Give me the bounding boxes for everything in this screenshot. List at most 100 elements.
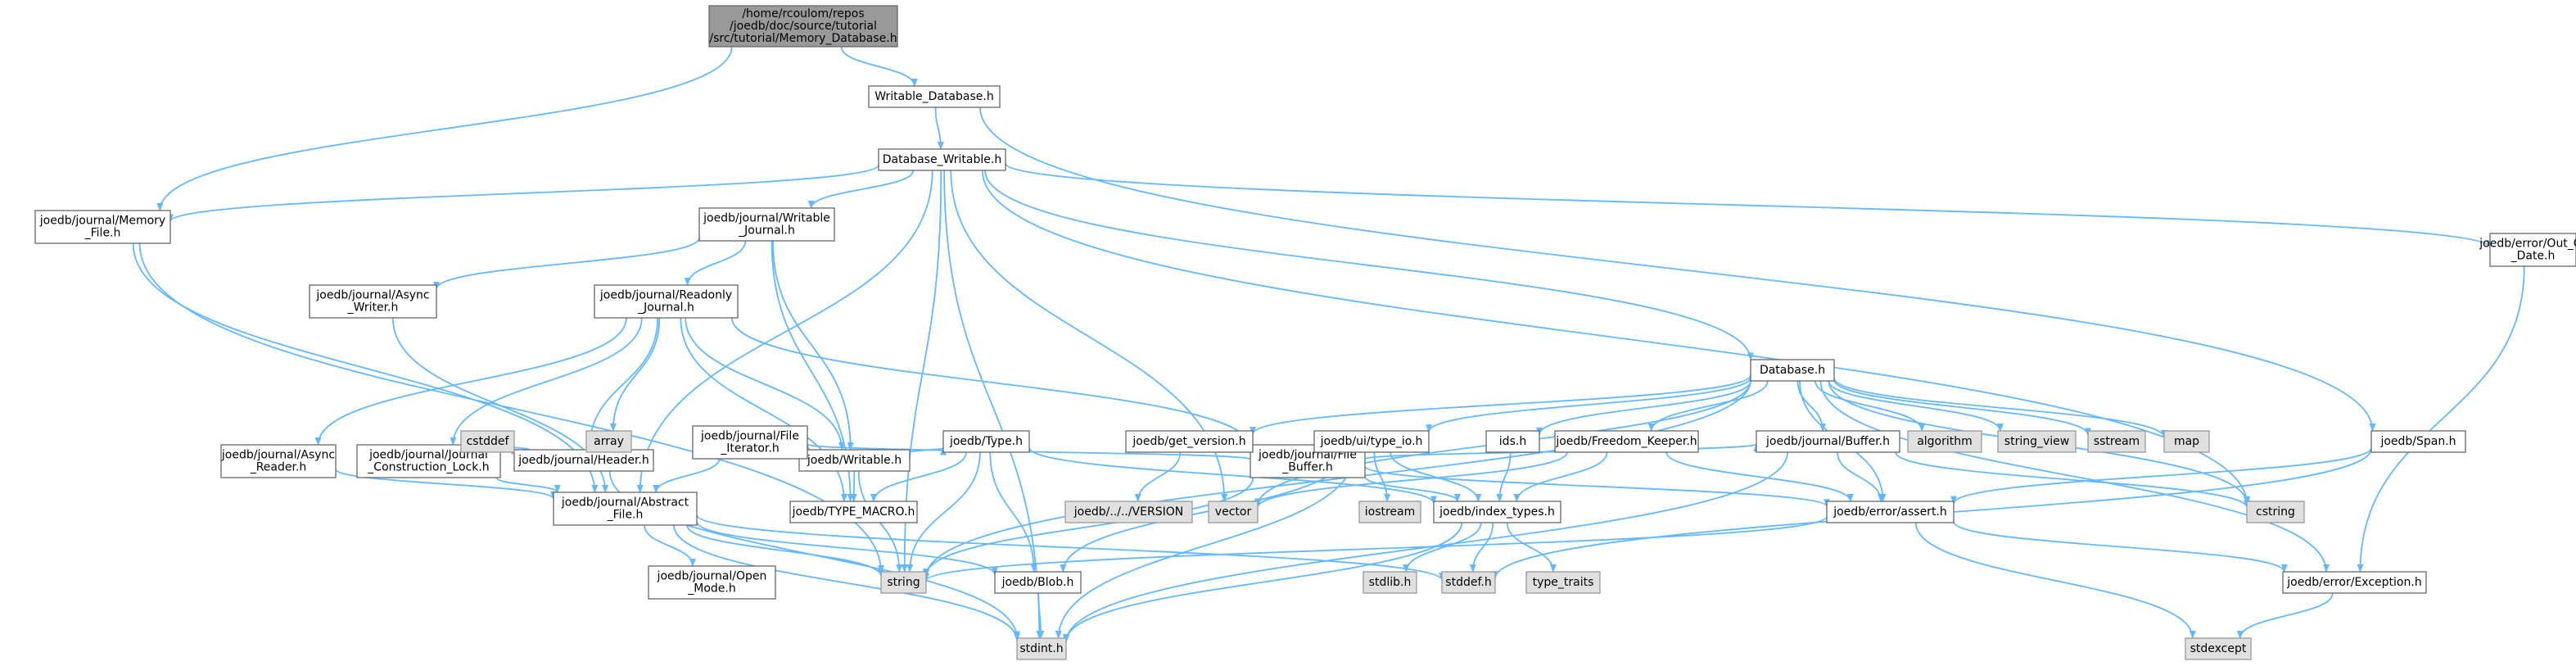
edge-abstract_file-to-string	[686, 524, 884, 578]
node-box[interactable]	[692, 425, 808, 460]
node-memory-file[interactable]: joedb/journal/Memory_File.h	[34, 210, 171, 244]
node-label: _File.h	[84, 227, 121, 240]
node-box[interactable]	[2282, 571, 2427, 594]
edge-index_types-to-stdint	[1063, 522, 1463, 642]
edge-memory_file-to-string	[138, 242, 884, 573]
node-box[interactable]	[878, 148, 1006, 171]
node-box[interactable]	[594, 284, 739, 319]
node-index-types[interactable]: joedb/index_types.h	[1433, 501, 1561, 523]
node-box[interactable]	[798, 449, 911, 472]
node-writable[interactable]: joedb/Writable.h	[798, 449, 911, 472]
node-box[interactable]	[1554, 430, 1699, 453]
node-box[interactable]	[2489, 233, 2576, 267]
node-box[interactable]	[513, 449, 654, 472]
node-database-writable[interactable]: Database_Writable.h	[878, 148, 1006, 171]
node-array: array	[585, 430, 632, 453]
node-exception[interactable]: joedb/error/Exception.h	[2282, 571, 2427, 594]
node-async-writer[interactable]: joedb/journal/Async_Writer.h	[309, 284, 437, 319]
edge-construction_lock-to-abstract_file	[495, 477, 561, 493]
edge-database-to-get_version	[1250, 374, 1751, 435]
node-construction-lock[interactable]: joedb/journal/Journal_Construction_Lock.…	[356, 444, 501, 478]
node-span[interactable]: joedb/Span.h	[2370, 430, 2466, 453]
node-type-io[interactable]: joedb/ui/type_io.h	[1313, 430, 1430, 453]
node-type-macro[interactable]: joedb/TYPE_MACRO.h	[789, 501, 918, 523]
node-database[interactable]: Database.h	[1750, 359, 1835, 382]
node-freedom-keeper[interactable]: joedb/Freedom_Keeper.h	[1554, 430, 1699, 453]
node-label: joedb/TYPE_MACRO.h	[792, 505, 915, 519]
edge-database-to-sstream	[1833, 378, 2091, 437]
node-file-iterator[interactable]: joedb/journal/File_Iterator.h	[692, 425, 808, 460]
node-ids[interactable]: ids.h	[1485, 430, 1540, 453]
node-box[interactable]	[1756, 430, 1900, 453]
node-box[interactable]	[1826, 501, 1955, 523]
node-box	[2163, 430, 2210, 453]
node-label: _Reader.h	[250, 461, 307, 474]
node-assert[interactable]: joedb/error/assert.h	[1826, 501, 1955, 523]
node-box[interactable]	[2370, 430, 2466, 453]
node-stddef: stddef.h	[1441, 571, 1496, 594]
edge-type-to-type_macro	[870, 451, 967, 502]
node-string: string	[880, 571, 927, 594]
node-box	[2185, 637, 2252, 660]
node-label: _Iterator.h	[720, 442, 779, 455]
node-readonly-journal[interactable]: joedb/journal/Readonly_Journal.h	[594, 284, 739, 319]
node-root[interactable]: /home/rcoulom/repos/joedb/doc/source/tut…	[708, 5, 898, 48]
node-stdlib: stdlib.h	[1363, 571, 1417, 594]
node-open-mode[interactable]: joedb/journal/Open_Mode.h	[648, 565, 776, 600]
node-label: /src/tutorial/Memory_Database.h	[709, 32, 897, 45]
node-box	[2246, 501, 2305, 523]
node-box[interactable]	[868, 85, 1001, 108]
node-box[interactable]	[553, 492, 698, 526]
node-header[interactable]: joedb/journal/Header.h	[513, 449, 654, 472]
edge-out_of_date-to-exception	[2357, 265, 2525, 573]
node-box[interactable]	[789, 501, 918, 523]
node-box[interactable]	[1313, 430, 1430, 453]
node-writable-journal[interactable]: joedb/journal/Writable_Journal.h	[698, 207, 835, 242]
node-label: /home/rcoulom/repos	[742, 7, 864, 20]
node-box[interactable]	[34, 210, 171, 244]
node-writable-database[interactable]: Writable_Database.h	[868, 85, 1001, 108]
node-out-of-date[interactable]: joedb/error/Out_Of_Date.h	[2479, 233, 2576, 267]
edge-get_version-to-version	[1134, 451, 1182, 502]
node-box	[1064, 501, 1193, 523]
node-buffer[interactable]: joedb/journal/Buffer.h	[1756, 430, 1900, 453]
node-stdint: stdint.h	[1016, 637, 1067, 660]
node-iostream: iostream	[1358, 501, 1421, 523]
node-stdexcept: stdexcept	[2185, 637, 2252, 660]
node-label: stdlib.h	[1369, 576, 1412, 589]
node-box[interactable]	[1433, 501, 1561, 523]
node-label: stdint.h	[1019, 642, 1063, 655]
edge-abstract_file-to-stdint	[673, 524, 1020, 641]
node-box[interactable]	[648, 565, 776, 600]
node-box[interactable]	[708, 5, 898, 48]
edge-database-to-exception	[1819, 380, 2330, 573]
node-box[interactable]	[698, 207, 835, 242]
node-label: joedb/../../VERSION	[1073, 505, 1183, 519]
node-box[interactable]	[1125, 430, 1254, 453]
node-box[interactable]	[942, 430, 1030, 453]
node-get-version[interactable]: joedb/get_version.h	[1125, 430, 1254, 453]
node-box[interactable]	[220, 444, 337, 478]
node-async-reader[interactable]: joedb/journal/Async_Reader.h	[220, 444, 337, 478]
node-cstring: cstring	[2246, 501, 2305, 523]
edge-assert-to-exception	[1953, 521, 2288, 573]
edge-type_io-to-stdint	[1055, 451, 1356, 639]
node-box[interactable]	[994, 571, 1082, 594]
node-box[interactable]	[309, 284, 437, 319]
node-label: joedb/journal/Header.h	[517, 454, 649, 467]
node-type[interactable]: joedb/Type.h	[942, 430, 1030, 453]
node-box[interactable]	[1750, 359, 1835, 382]
edge-abstract_file-to-blob	[696, 521, 998, 576]
edge-buffer-to-assert	[1837, 451, 1884, 502]
edge-abstract_file-to-stddef	[696, 514, 1445, 582]
node-label: joedb/Blob.h	[1001, 576, 1074, 589]
node-box[interactable]	[1485, 430, 1540, 453]
node-label: /joedb/doc/source/tutorial	[730, 20, 877, 33]
nodes-layer: /home/rcoulom/repos/joedb/doc/source/tut…	[34, 5, 2576, 660]
edge-exception-to-stdexcept	[2236, 592, 2334, 639]
node-blob[interactable]: joedb/Blob.h	[994, 571, 1082, 594]
edge-file_buffer-to-assert	[1364, 465, 1830, 508]
node-abstract-file[interactable]: joedb/journal/Abstract_File.h	[553, 492, 698, 526]
node-string-view: string_view	[1997, 430, 2077, 453]
node-label: joedb/error/assert.h	[1833, 505, 1947, 519]
